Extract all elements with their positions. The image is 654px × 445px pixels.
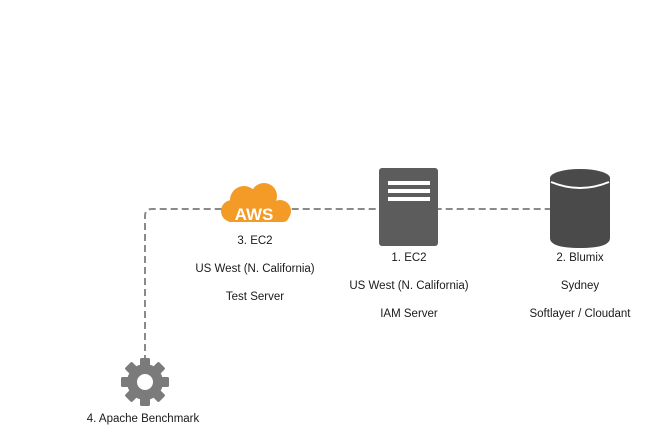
blumix-label-region: Sydney [560, 280, 600, 292]
iam-label-title: 1. EC2 [391, 252, 427, 264]
aws-label-title: 3. EC2 [237, 235, 273, 247]
server-icon [379, 168, 438, 246]
gear-icon [121, 358, 169, 406]
iam-label-region: US West (N. California) [349, 280, 469, 292]
aws-icon-text: AWS [235, 205, 274, 224]
aws-label-region: US West (N. California) [195, 263, 315, 275]
aws-cloud-icon: AWS [221, 183, 291, 224]
aws-label-role: Test Server [225, 291, 285, 303]
benchmark-label-title: 4. Apache Benchmark [86, 413, 200, 425]
iam-label-role: IAM Server [380, 308, 438, 320]
blumix-label-role: Softlayer / Cloudant [529, 308, 631, 320]
connector-line [144, 208, 560, 362]
blumix-label-title: 2. Blumix [556, 252, 604, 264]
database-icon [550, 169, 610, 248]
